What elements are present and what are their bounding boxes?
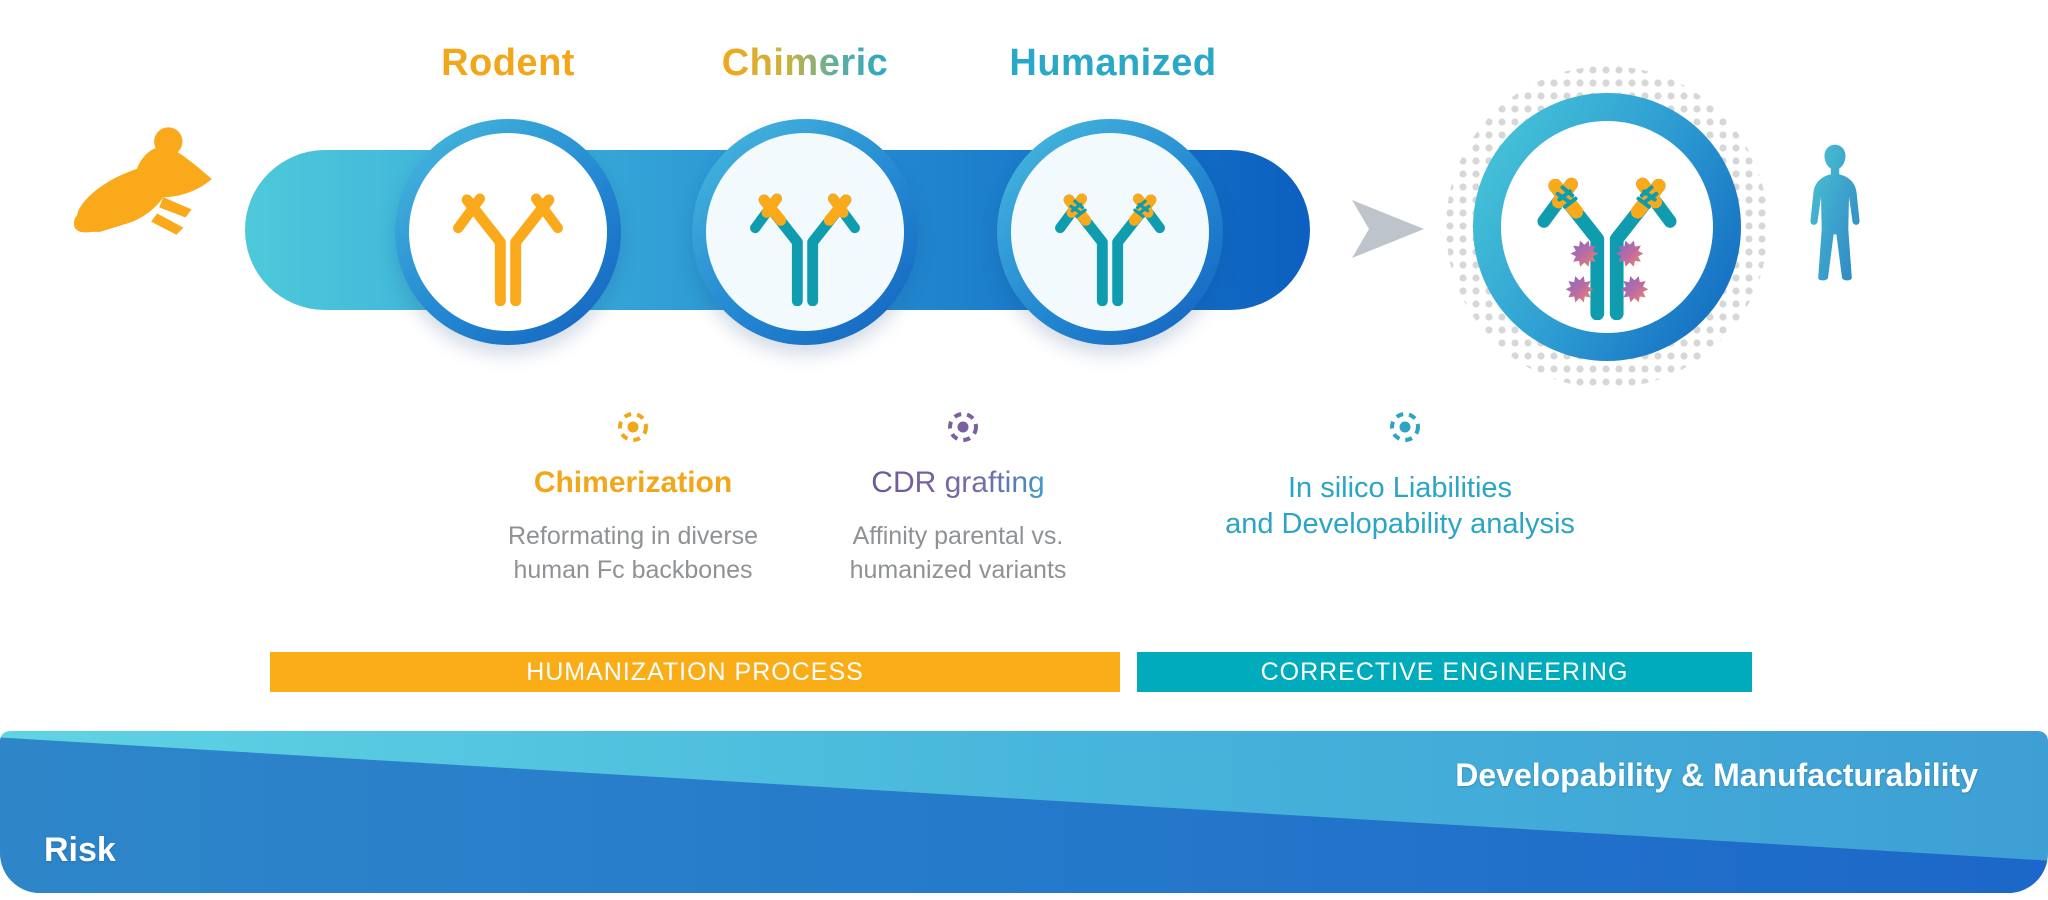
risk-developability-band: Risk Developability & Manufacturability: [0, 731, 2048, 893]
right-chevron-arrow-icon: [1352, 198, 1424, 265]
humanized-antibody-icon: [1011, 133, 1209, 331]
step-desc-cdr-line1: Affinity parental vs.: [852, 522, 1064, 550]
stage-circle-humanized: [997, 119, 1223, 345]
milestone-marker-in-silico: [1388, 410, 1422, 449]
banner-humanization-process: HUMANIZATION PROCESS: [270, 652, 1120, 692]
mouse-icon: [70, 116, 222, 243]
banner-corrective-label: CORRECTIVE ENGINEERING: [1260, 657, 1629, 686]
human-icon: [1800, 120, 1870, 309]
liability-starbursts: [1565, 240, 1649, 303]
stage-circle-chimeric: [692, 119, 918, 345]
banner-humanization-label: HUMANIZATION PROCESS: [526, 657, 864, 686]
step-title-cdr-grafting: CDR grafting: [871, 466, 1045, 499]
stage-label-humanized: Humanized: [1009, 42, 1217, 84]
stage-circle-rodent: [395, 119, 621, 345]
chimeric-antibody-icon: [706, 133, 904, 331]
risk-label: Risk: [44, 831, 116, 869]
risk-wedge: [0, 737, 2048, 893]
engineered-antibody-icon: [1501, 121, 1713, 333]
step-title-in-silico-line2: and Developability analysis: [1225, 508, 1575, 540]
banner-corrective-engineering: CORRECTIVE ENGINEERING: [1137, 652, 1752, 692]
step-desc-chimerization-line2: human Fc backbones: [513, 556, 753, 584]
stage-circle-engineered: [1473, 93, 1741, 361]
milestone-marker-cdr-grafting: [946, 410, 980, 449]
rodent-antibody-icon: [409, 133, 607, 331]
step-desc-cdr-line2: humanized variants: [849, 556, 1067, 584]
stage-label-chimeric: Chimeric: [721, 42, 889, 84]
developability-label: Developability & Manufacturability: [1455, 757, 1978, 793]
step-desc-chimerization-line1: Reformating in diverse: [507, 522, 759, 550]
step-title-in-silico-line1: In silico Liabilities: [1287, 472, 1513, 504]
milestone-marker-chimerization: [616, 410, 650, 449]
step-title-chimerization: Chimerization: [533, 466, 733, 499]
stage-label-rodent: Rodent: [441, 42, 575, 84]
